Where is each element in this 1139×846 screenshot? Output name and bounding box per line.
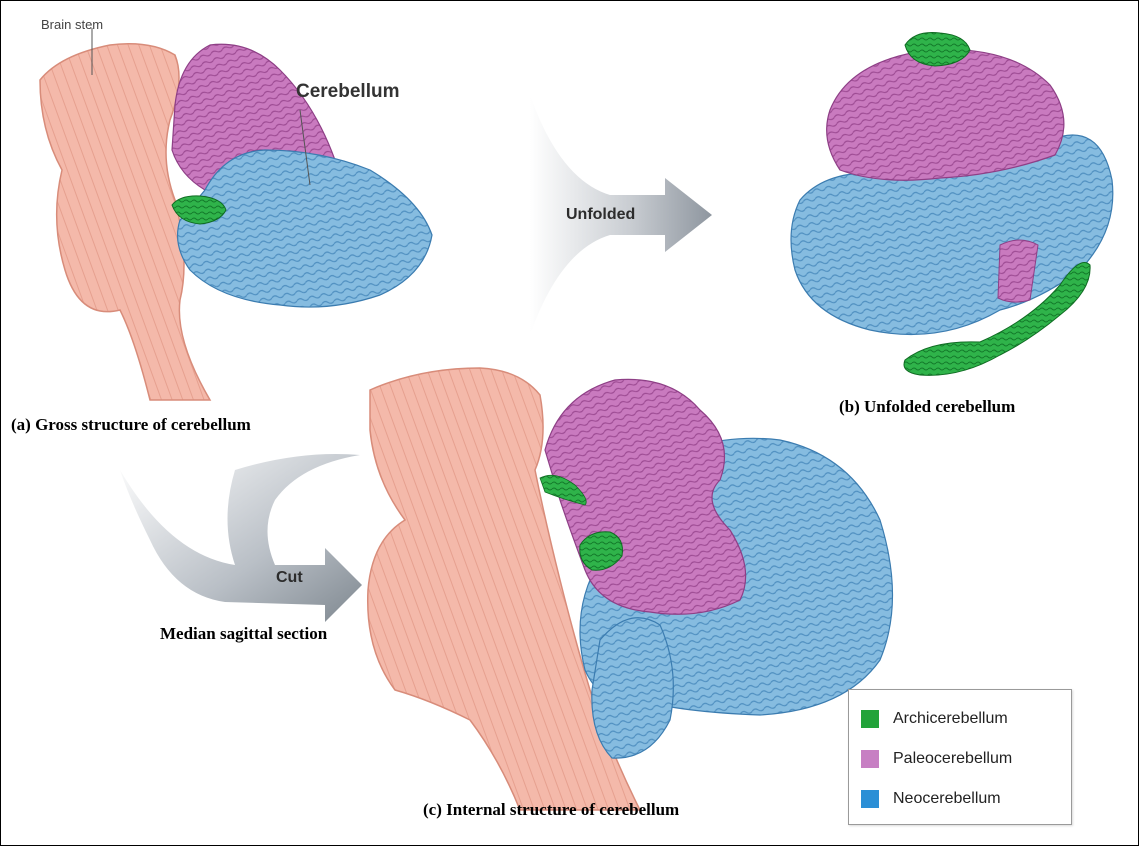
caption-c: (c) Internal structure of cerebellum xyxy=(423,800,679,820)
label-unfolded: Unfolded xyxy=(566,206,635,224)
label-cut: Cut xyxy=(276,569,303,587)
legend-item-neocerebellum: Neocerebellum xyxy=(861,788,1001,810)
panel-b-unfolded xyxy=(791,33,1113,376)
legend-label-neocerebellum: Neocerebellum xyxy=(893,790,1001,808)
legend: Archicerebellum Paleocerebellum Neocereb… xyxy=(848,689,1072,825)
label-brain-stem: Brain stem xyxy=(41,17,103,32)
cut-arrow xyxy=(120,454,362,622)
panel-c-internal xyxy=(368,368,893,810)
caption-b: (b) Unfolded cerebellum xyxy=(839,397,1015,417)
legend-swatch-paleocerebellum xyxy=(861,750,879,768)
paleocerebellum-b xyxy=(827,49,1064,180)
label-median-sagittal-section: Median sagittal section xyxy=(160,624,327,644)
caption-a: (a) Gross structure of cerebellum xyxy=(11,415,251,435)
label-cerebellum: Cerebellum xyxy=(296,81,399,103)
neocerebellum-a xyxy=(178,150,432,307)
legend-label-paleocerebellum: Paleocerebellum xyxy=(893,750,1012,768)
legend-swatch-neocerebellum xyxy=(861,790,879,808)
legend-item-archicerebellum: Archicerebellum xyxy=(861,708,1008,730)
legend-item-paleocerebellum: Paleocerebellum xyxy=(861,748,1012,770)
neocerebellum-c-lower xyxy=(592,618,674,758)
legend-swatch-archicerebellum xyxy=(861,710,879,728)
legend-label-archicerebellum: Archicerebellum xyxy=(893,710,1008,728)
